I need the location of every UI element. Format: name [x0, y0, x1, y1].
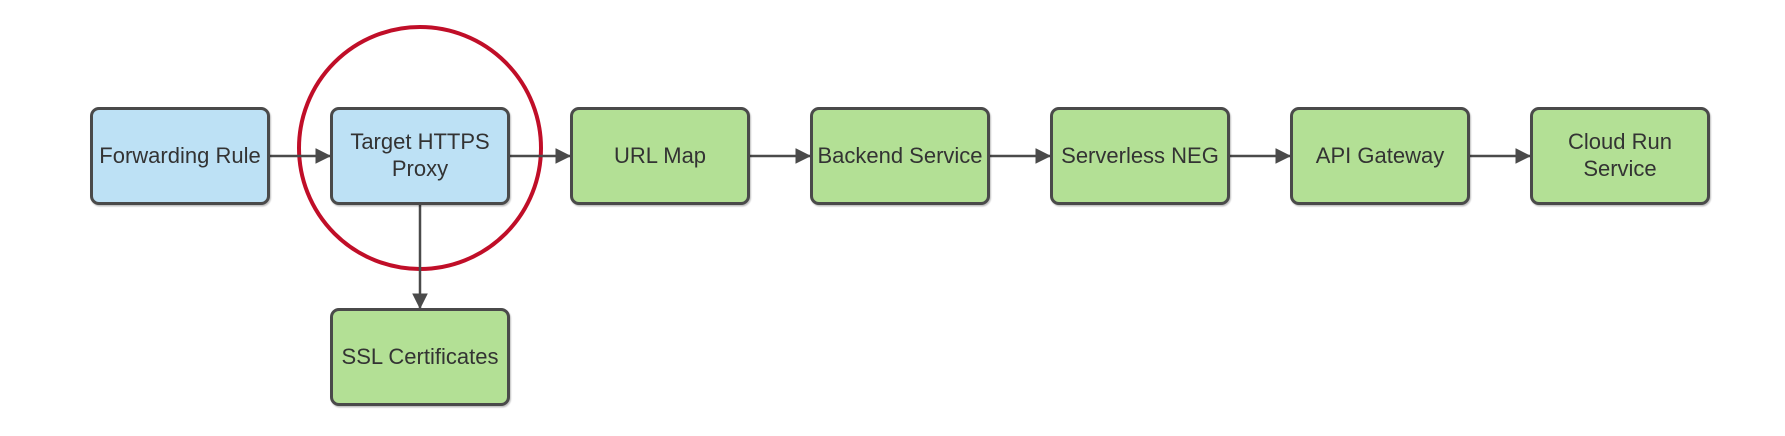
node-label: URL Map	[613, 142, 707, 168]
node-label: Backend Service	[817, 142, 983, 168]
node-label: Forwarding Rule	[99, 142, 261, 168]
node-label: Serverless NEG	[1061, 142, 1219, 168]
node-target-https-proxy: Target HTTPS Proxy	[330, 107, 510, 205]
node-backend-service: Backend Service	[810, 107, 990, 205]
node-label: Cloud Run Service	[1568, 129, 1672, 181]
node-label: Target HTTPS Proxy	[350, 129, 490, 181]
node-cloud-run-service: Cloud Run Service	[1530, 107, 1710, 205]
node-label: SSL Certificates	[341, 343, 499, 369]
node-forwarding-rule: Forwarding Rule	[90, 107, 270, 205]
node-serverless-neg: Serverless NEG	[1050, 107, 1230, 205]
node-url-map: URL Map	[570, 107, 750, 205]
node-ssl-certificates: SSL Certificates	[330, 308, 510, 406]
node-api-gateway: API Gateway	[1290, 107, 1470, 205]
node-label: API Gateway	[1315, 142, 1445, 168]
